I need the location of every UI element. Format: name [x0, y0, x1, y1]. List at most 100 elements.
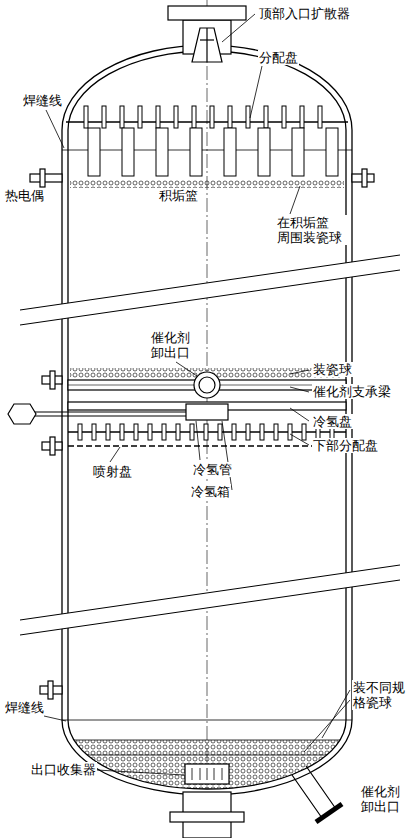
part-label: 焊缝线 [22, 93, 63, 108]
scale-basket [224, 128, 236, 176]
leader-line [304, 700, 350, 752]
vessel-shell [62, 45, 352, 795]
part-label: 装瓷球 [312, 362, 353, 377]
bubble-cap [174, 106, 178, 128]
part-label: 冷氢管 [192, 462, 233, 477]
part-label: 积垢篮 [158, 188, 199, 203]
scale-basket [258, 128, 270, 176]
scale-basket [190, 128, 202, 176]
bubble-cap [246, 106, 250, 128]
bubble-cap [156, 106, 160, 128]
leader-line [44, 14, 350, 775]
break-line [20, 565, 400, 620]
thermocouple [30, 174, 62, 182]
leader-line [176, 362, 197, 376]
part-label: 焊缝线 [4, 700, 45, 715]
break-line [20, 580, 400, 635]
thermocouple [362, 169, 367, 187]
leader-line [222, 14, 255, 42]
side-flange [50, 371, 55, 389]
ceramic-balls [68, 740, 348, 800]
bubble-cap [106, 424, 110, 440]
bubble-cap [176, 424, 180, 440]
part-label: 分配盘 [258, 50, 299, 65]
bubble-cap [190, 424, 194, 440]
part-label: 在积垢篮 周围装瓷球 [276, 215, 347, 245]
leader-line [290, 186, 300, 214]
bubble-cap [148, 424, 152, 440]
part-label: 顶部入口扩散器 [258, 6, 351, 21]
break-line [20, 255, 400, 635]
catalyst-support-beam [199, 377, 215, 393]
break-line [20, 270, 400, 325]
distribution-tray [66, 121, 348, 122]
bubble-cap [260, 424, 264, 440]
scale-basket [88, 128, 338, 176]
part-label: 下部分配盘 [312, 438, 379, 453]
weld-line [62, 150, 352, 720]
weld-line [62, 150, 352, 151]
bubble-cap [84, 106, 322, 128]
bubble-cap [274, 424, 278, 440]
leader-line [222, 421, 232, 490]
bubble-cap [288, 424, 292, 440]
leader-line [290, 434, 309, 445]
lower-distribution-tray [68, 445, 346, 446]
break-line [20, 255, 400, 310]
scale-basket [326, 128, 338, 176]
bubble-cap [84, 106, 88, 128]
bubble-cap [282, 106, 286, 128]
bubble-cap [300, 106, 304, 128]
cold-hydrogen-tray [8, 404, 36, 424]
bubble-cap [162, 424, 166, 440]
weld-line [62, 720, 352, 721]
bubble-cap [120, 424, 124, 440]
part-label: 热电偶 [4, 188, 45, 203]
part-label: 催化剂 卸出口 [360, 784, 406, 814]
part-label: 装不同规 格瓷球 [352, 680, 411, 710]
bubble-cap [92, 424, 96, 440]
scale-basket [122, 128, 134, 176]
bubble-cap [318, 106, 322, 128]
outlet-collector [185, 764, 229, 784]
top-inlet-nozzle [192, 28, 222, 62]
side-flange [50, 437, 55, 455]
bubble-cap [228, 106, 232, 128]
vessel-shell [62, 150, 352, 720]
bubble-cap [210, 106, 214, 128]
part-label: 出口收集器 [30, 762, 97, 777]
bubble-cap [78, 424, 82, 440]
part-label: 催化剂支承梁 [312, 384, 392, 399]
leader-line [290, 387, 309, 392]
side-flange [42, 371, 62, 455]
thermocouple [48, 681, 53, 699]
scale-basket [156, 128, 168, 176]
bubble-cap [138, 106, 142, 128]
bubble-cap [192, 106, 196, 128]
cold-hydrogen-tray [20, 415, 186, 416]
scale-basket [292, 128, 304, 176]
break-line [20, 255, 400, 325]
bubble-cap [204, 424, 208, 440]
cold-hydrogen-tray [20, 411, 186, 412]
top-inlet-nozzle [206, 28, 207, 62]
catalyst-unload-nozzle [292, 766, 342, 822]
bubble-cap [232, 424, 236, 440]
leader-line [44, 716, 66, 721]
part-label: 冷氢箱 [190, 484, 231, 499]
bottom-outlet-nozzle [170, 792, 244, 838]
leader-line [196, 421, 200, 460]
catalyst-support-beam [68, 372, 346, 398]
bubble-cap [302, 424, 306, 440]
part-label: 喷射盘 [92, 464, 133, 479]
ceramic-balls [68, 740, 348, 800]
outlet-collector [185, 764, 229, 784]
distribution-tray [66, 121, 348, 122]
scale-basket [88, 128, 100, 176]
ceramic-balls [70, 180, 344, 188]
top-inlet-nozzle [200, 39, 214, 40]
part-label: 催化剂 卸出口 [150, 330, 196, 360]
catalyst-support-beam [194, 372, 220, 398]
cold-hydrogen-tray [8, 402, 346, 424]
